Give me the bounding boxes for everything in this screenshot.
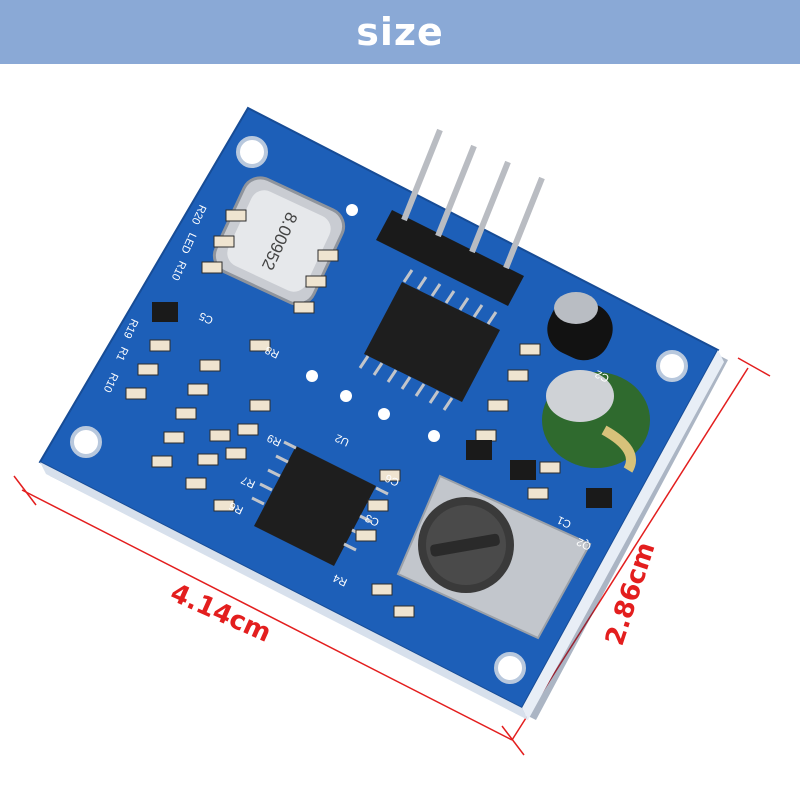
electrolytic-capacitor-large (542, 370, 650, 473)
svg-text:R9: R9 (265, 431, 283, 448)
svg-text:C3: C3 (363, 511, 381, 528)
mounting-holes (70, 136, 688, 684)
title-banner: size (0, 0, 800, 64)
crystal-oscillator: 8.00952 (212, 176, 346, 306)
potentiometer (396, 474, 592, 640)
svg-text:C6: C6 (383, 471, 401, 488)
svg-text:R1: R1 (113, 345, 130, 363)
dimension-lines (13, 357, 771, 756)
svg-text:R8: R8 (263, 343, 281, 360)
banner-title: size (356, 10, 444, 54)
vias (306, 204, 440, 442)
svg-text:R6: R6 (227, 499, 245, 516)
pin-header (376, 128, 545, 306)
svg-text:C2: C2 (593, 367, 611, 384)
svg-text:U2: U2 (333, 431, 351, 448)
ic-chip-u1 (358, 269, 500, 411)
svg-text:Q2: Q2 (575, 535, 593, 552)
electrolytic-capacitor-small (547, 292, 613, 361)
svg-text:C5: C5 (197, 309, 215, 326)
transistors (152, 302, 612, 508)
svg-text:R7: R7 (239, 473, 257, 490)
svg-text:R4: R4 (331, 571, 349, 588)
svg-text:C1: C1 (555, 513, 573, 530)
smd-components (125, 209, 561, 618)
